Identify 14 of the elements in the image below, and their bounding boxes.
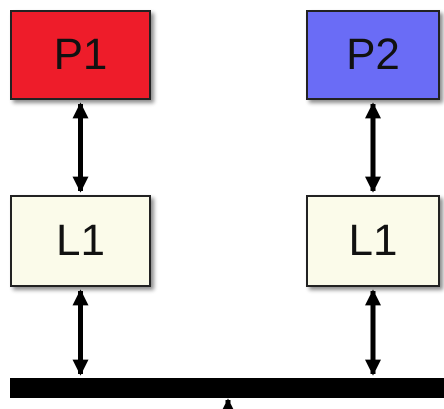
arrow xyxy=(72,102,88,193)
box-label: L1 xyxy=(348,216,398,266)
arrow xyxy=(220,398,236,409)
processor-box xyxy=(10,10,151,100)
cache-box xyxy=(10,195,151,287)
box-label: L1 xyxy=(56,216,105,266)
arrow xyxy=(365,102,381,193)
box-label: P1 xyxy=(54,30,108,80)
box-label: P2 xyxy=(346,30,400,80)
arrow xyxy=(72,289,88,376)
cache-box xyxy=(306,195,440,287)
bus-bar xyxy=(10,378,444,398)
arrow xyxy=(365,289,381,376)
processor-box xyxy=(306,10,440,100)
